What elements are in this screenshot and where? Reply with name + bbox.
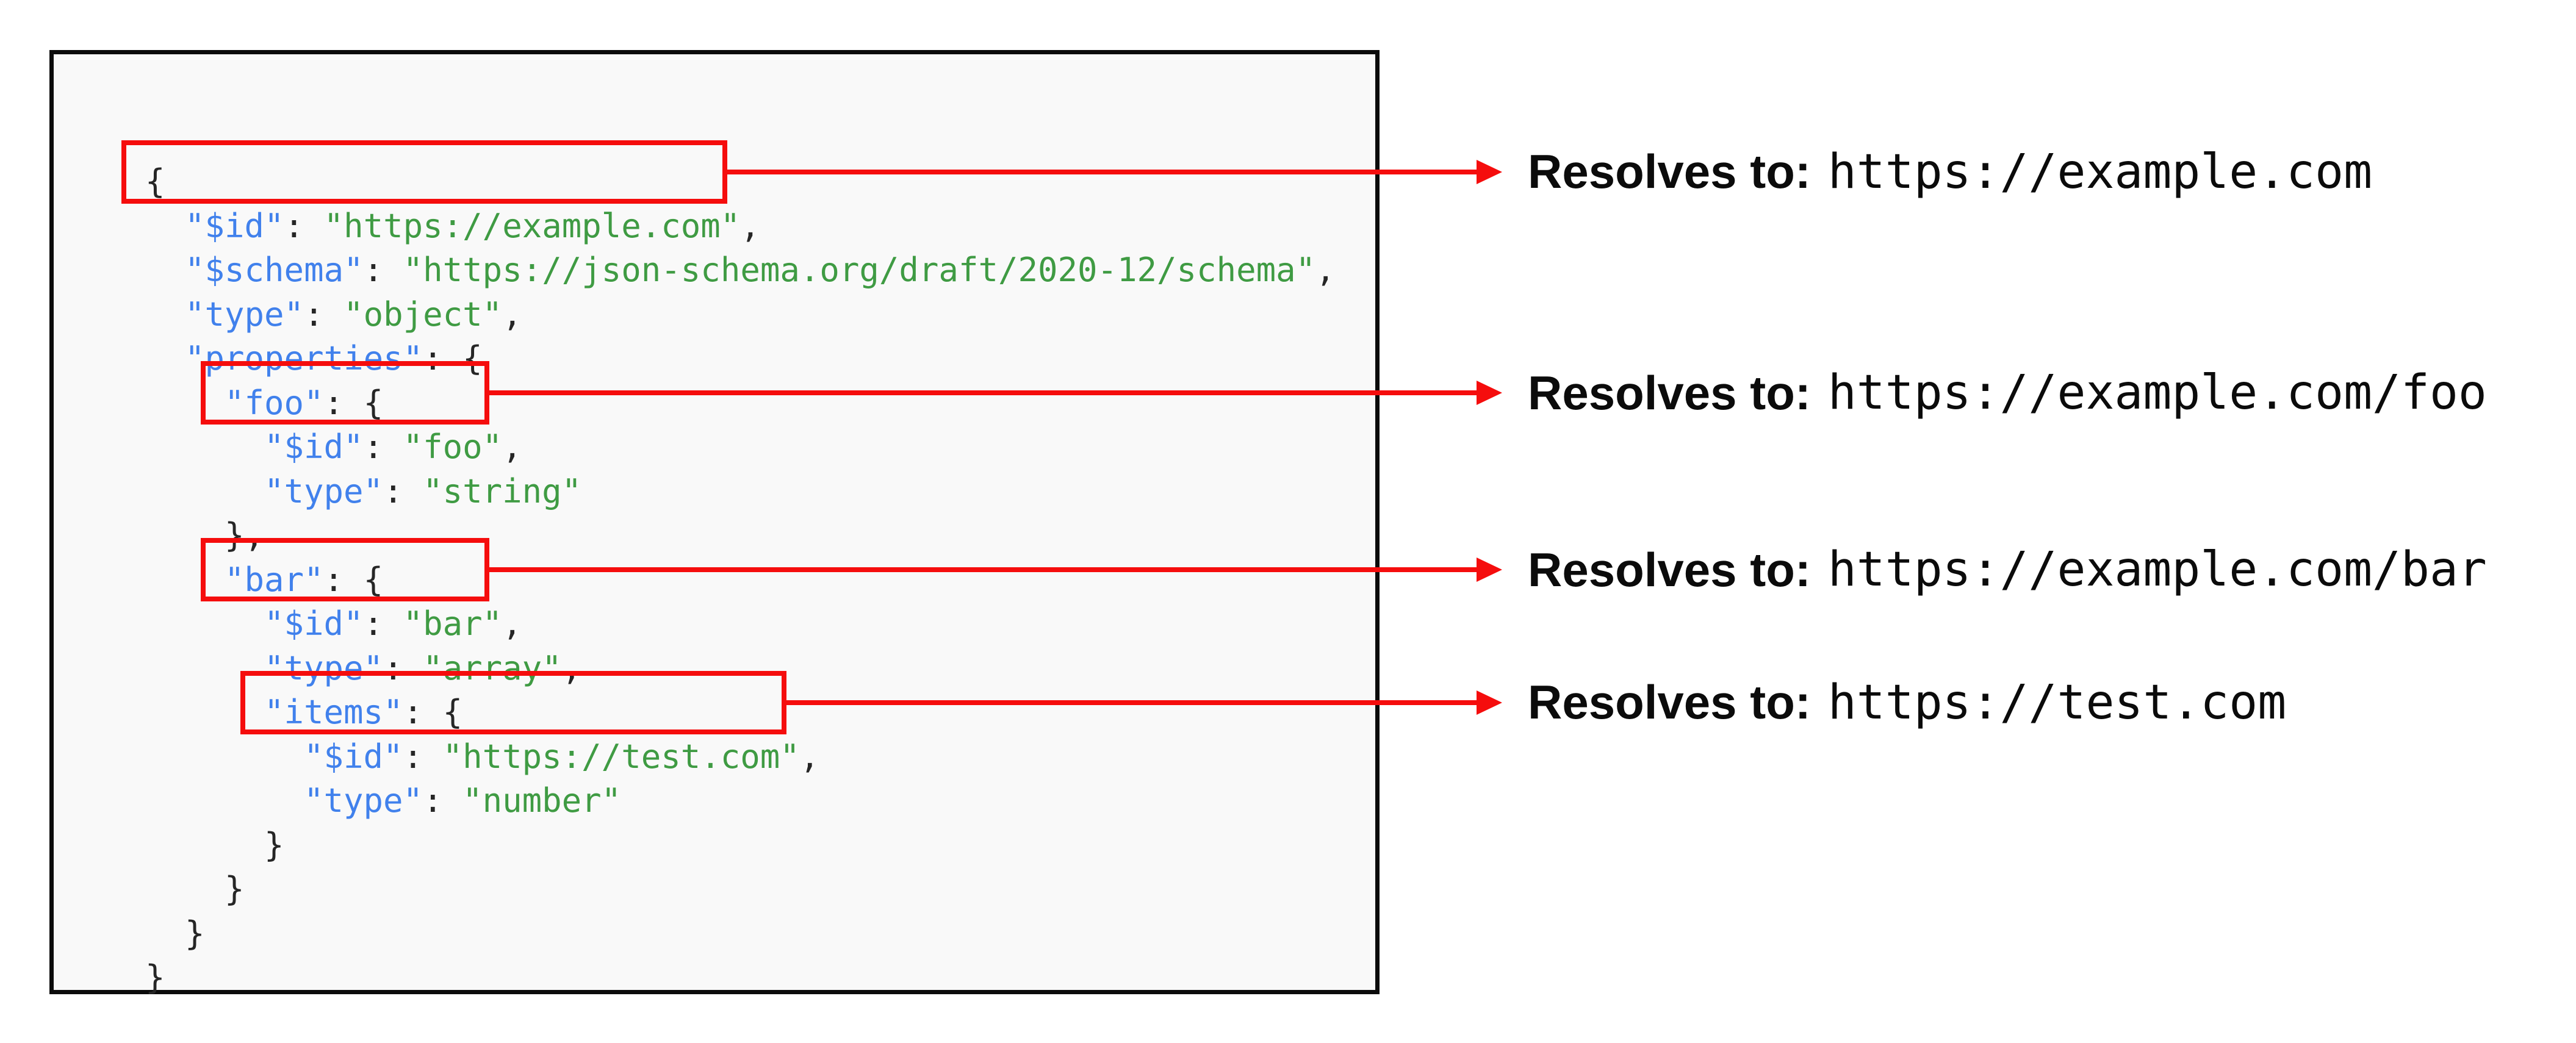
code-token-string: "number" [462,781,622,820]
code-line: "properties": { [145,337,1336,381]
code-token-key: "type" [264,648,384,687]
highlight-box [240,670,786,734]
code-token-punct: , [561,648,582,687]
annotation-label: Resolves to: [1528,675,1811,729]
code-line: "foo": { [145,381,1336,426]
code-token-punct: : [363,428,403,466]
code-line: "bar": { [145,558,1336,603]
code-token-punct: : [363,251,403,289]
code-token-key: "bar" [225,560,324,599]
code-token-punct: : [383,648,423,687]
code-token-key: "properties" [185,339,423,378]
json-code-block: {"$id": "https://example.com","$schema":… [145,160,1336,1000]
code-token-punct: : { [423,339,483,378]
code-token-string: "foo" [403,428,503,466]
code-token-punct: , [502,428,522,466]
code-token-punct: : [304,295,344,334]
code-token-punct: : { [323,383,384,422]
code-token-string: "bar" [403,604,503,643]
code-line: "type": "array", [145,647,1336,691]
code-token-punct: : [363,604,403,643]
code-token-punct: , [740,206,760,245]
code-line: "$id": "https://example.com", [145,204,1336,249]
code-line: }, [145,514,1336,558]
code-token-key: "$id" [264,604,364,643]
code-token-key: "$id" [264,428,364,466]
code-panel: {"$id": "https://example.com","$schema":… [49,50,1380,997]
code-token-key: "items" [264,693,403,731]
code-token-punct: : [383,471,423,511]
highlight-box [201,538,489,601]
code-line: "type": "string" [145,470,1336,514]
annotation-url: https://example.com/bar [1827,542,2487,597]
code-token-key: "$id" [304,737,403,776]
code-token-punct: , [799,737,820,776]
annotation-url: https://example.com/foo [1827,365,2487,420]
code-token-key: "type" [185,295,304,334]
annotation-url: https://test.com [1827,675,2287,730]
code-token-punct: } [264,825,284,864]
code-line: } [145,956,1336,1000]
arrow-head-icon [1477,690,1502,715]
code-token-punct: } [145,958,165,997]
arrow-head-icon [1477,557,1502,582]
annotation: Resolves to: https://example.com/bar [1528,542,2487,598]
code-token-string: "string" [423,471,582,511]
arrow-line [486,390,1478,395]
code-line: } [145,867,1336,912]
code-token-string: "https://test.com" [442,737,800,776]
code-line: "$id": "foo", [145,425,1336,470]
code-token-punct: , [502,604,522,643]
annotation: Resolves to: https://example.com [1528,144,2372,200]
code-token-punct: } [185,914,205,953]
code-token-key: "type" [264,471,384,511]
code-token-punct: { [145,162,165,201]
highlight-box [201,361,489,425]
annotation-label: Resolves to: [1528,145,1811,198]
arrow-head-icon [1477,159,1502,184]
code-token-string: "object" [344,295,503,334]
arrow-head-icon [1477,381,1502,405]
code-line: "$id": "bar", [145,602,1336,647]
code-token-punct: : [403,737,443,776]
annotation: Resolves to: https://test.com [1528,675,2286,731]
arrow-line [724,169,1478,174]
code-line: "type": "number" [145,779,1336,823]
code-line: "type": "object", [145,293,1336,337]
code-token-punct: : { [323,560,384,599]
code-token-punct: }, [225,516,265,554]
code-token-punct: , [502,295,522,334]
code-token-punct: : [284,206,324,245]
code-token-key: "foo" [225,383,324,422]
annotation: Resolves to: https://example.com/foo [1528,365,2487,421]
code-token-punct: : [423,781,463,820]
arrow-line [486,567,1478,572]
code-line: "$schema": "https://json-schema.org/draf… [145,248,1336,293]
code-token-key: "type" [304,781,423,820]
code-token-string: "array" [423,648,562,687]
code-line: "$id": "https://test.com", [145,735,1336,780]
code-token-key: "$schema" [185,251,364,289]
code-token-punct: , [1315,251,1336,289]
annotation-label: Resolves to: [1528,542,1811,597]
annotation-label: Resolves to: [1528,365,1811,420]
code-line: } [145,823,1336,868]
code-line: } [145,912,1336,956]
annotation-url: https://example.com [1827,144,2373,199]
code-line: { [145,160,1336,204]
code-token-punct: } [225,870,245,908]
highlight-box [121,140,727,204]
arrow-line [784,700,1478,705]
code-token-string: "https://example.com" [323,206,741,245]
code-line: "items": { [145,690,1336,735]
code-token-string: "https://json-schema.org/draft/2020-12/s… [403,251,1316,289]
code-token-key: "$id" [185,206,284,245]
code-token-punct: : { [403,693,463,731]
